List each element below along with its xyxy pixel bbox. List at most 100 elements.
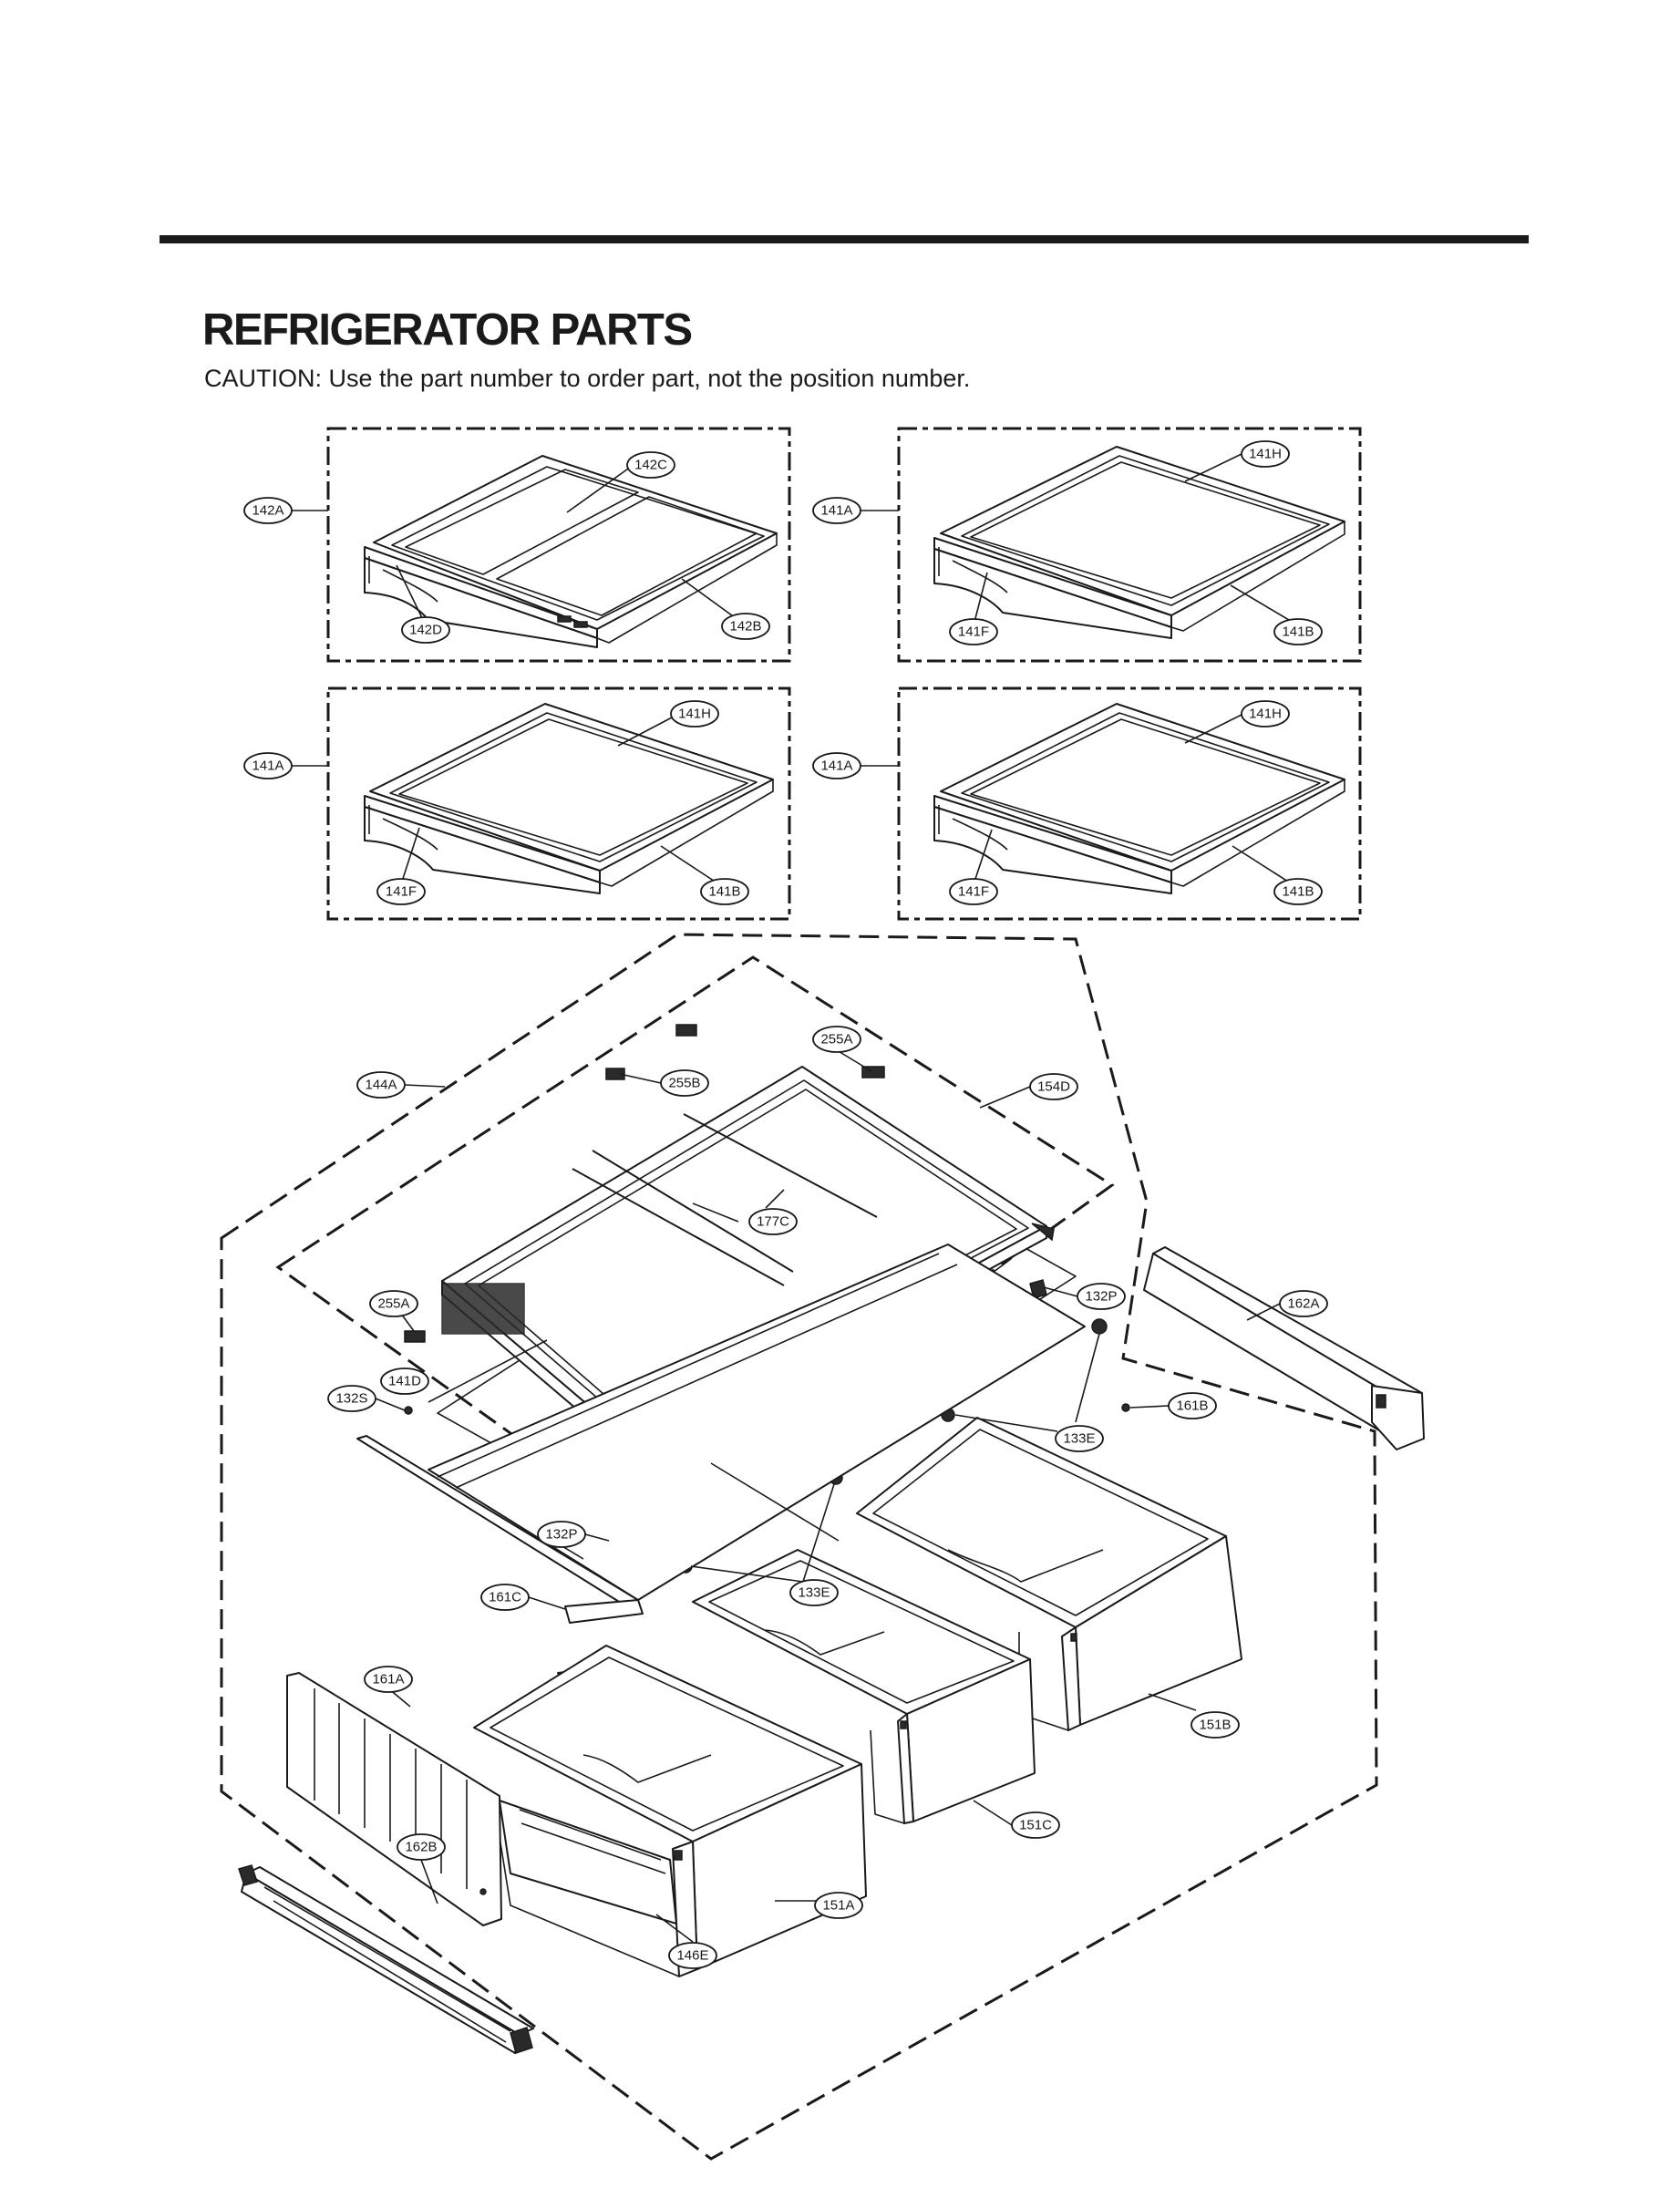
- svg-text:161C: 161C: [489, 1590, 521, 1605]
- shelf-box-141-bottom-right: [897, 686, 1362, 921]
- callout-141a-box3: 141A: [243, 752, 293, 779]
- callout-141b-box2: 141B: [1273, 618, 1323, 645]
- drawer-151b: [856, 1417, 1242, 1731]
- svg-text:141A: 141A: [252, 759, 283, 774]
- glass-rods-177c: [572, 1113, 878, 1286]
- svg-text:141A: 141A: [820, 759, 852, 774]
- svg-text:177C: 177C: [757, 1214, 789, 1230]
- shelf-box-141-bottom-left: [326, 686, 791, 921]
- shelf-141-drawing-c: [933, 703, 1345, 894]
- callout-132p-left: 132P: [537, 1521, 586, 1548]
- bracket-255b: [605, 1024, 697, 1080]
- page-title: REFRIGERATOR PARTS: [202, 305, 693, 355]
- shelf-box-142: [326, 427, 791, 663]
- svg-text:141F: 141F: [958, 624, 989, 640]
- callout-141h-box4: 141H: [1241, 700, 1290, 728]
- clip-132p-right: [1029, 1279, 1047, 1299]
- svg-text:133E: 133E: [798, 1585, 830, 1601]
- callout-141h-box2: 141H: [1241, 440, 1290, 468]
- callout-142d: 142D: [401, 616, 450, 644]
- svg-text:255A: 255A: [820, 1032, 852, 1048]
- callout-144a: 144A: [356, 1071, 406, 1099]
- shelf-box-141-top-right: [897, 427, 1362, 663]
- callout-141b-box3: 141B: [700, 878, 749, 905]
- screw-132s: [404, 1406, 413, 1415]
- callout-161c: 161C: [480, 1584, 530, 1611]
- callout-132p-right: 132P: [1077, 1283, 1126, 1310]
- callout-141a-box2: 141A: [812, 497, 861, 524]
- drawer-151a: [473, 1645, 867, 1977]
- svg-text:141B: 141B: [1282, 884, 1314, 900]
- caution-note: CAUTION: Use the part number to order pa…: [204, 365, 971, 392]
- shelf-141-drawing-b: [364, 703, 774, 894]
- svg-text:141D: 141D: [388, 1374, 421, 1389]
- callouts: 142A 142C 142D 142B 141A 141H 141F 141B …: [243, 440, 1328, 1969]
- callout-141f-box4: 141F: [949, 878, 998, 905]
- svg-text:255A: 255A: [377, 1296, 409, 1312]
- support-161b-pin: [1121, 1403, 1130, 1412]
- group-border: [897, 427, 1362, 663]
- callout-177c: 177C: [748, 1208, 798, 1235]
- callout-154d: 154D: [1029, 1073, 1078, 1100]
- callout-162a: 162A: [1279, 1290, 1328, 1317]
- svg-text:132P: 132P: [545, 1527, 577, 1543]
- callout-142b: 142B: [721, 613, 770, 640]
- callout-141f-box3: 141F: [376, 878, 426, 905]
- svg-text:141H: 141H: [1249, 447, 1282, 462]
- callout-141h-box3: 141H: [670, 700, 719, 728]
- bracket-255a-side: [404, 1330, 426, 1343]
- callout-142c: 142C: [626, 451, 675, 479]
- shelf-142-drawing: [364, 455, 778, 648]
- assembly-outline: [220, 933, 1378, 2161]
- svg-text:162B: 162B: [405, 1840, 437, 1855]
- group-border: [326, 427, 791, 663]
- rail-162a: [1143, 1246, 1425, 1450]
- callout-255b: 255B: [660, 1069, 709, 1097]
- svg-text:146E: 146E: [676, 1948, 708, 1964]
- svg-text:151C: 151C: [1019, 1818, 1052, 1833]
- callout-141f-box2: 141F: [949, 618, 998, 645]
- callout-151c: 151C: [1011, 1811, 1060, 1839]
- callout-141b-box4: 141B: [1273, 878, 1323, 905]
- svg-text:151B: 151B: [1199, 1718, 1231, 1733]
- callout-161a: 161A: [364, 1666, 413, 1693]
- callout-146e: 146E: [668, 1942, 717, 1969]
- svg-text:255B: 255B: [668, 1076, 700, 1091]
- svg-text:141B: 141B: [708, 884, 740, 900]
- shelf-141-drawing-a: [933, 446, 1345, 639]
- cover-161a: [286, 1672, 502, 1926]
- svg-text:141H: 141H: [1249, 707, 1282, 722]
- header-rule: [160, 235, 1529, 243]
- callout-142a: 142A: [243, 497, 293, 524]
- rail-162b: [238, 1864, 534, 2054]
- svg-text:132S: 132S: [335, 1391, 367, 1407]
- cover-frame-154d: [441, 1066, 1047, 1462]
- svg-text:142B: 142B: [729, 619, 761, 635]
- support-rail-161c: [356, 1244, 1086, 1624]
- svg-text:141F: 141F: [386, 884, 417, 900]
- svg-text:141A: 141A: [820, 503, 852, 519]
- drawer-assembly: [220, 933, 1425, 2161]
- callout-141d: 141D: [380, 1368, 429, 1395]
- svg-text:151A: 151A: [822, 1898, 854, 1914]
- svg-text:142C: 142C: [634, 458, 667, 473]
- roller-133e-right-top: [1091, 1318, 1108, 1335]
- svg-text:141F: 141F: [958, 884, 989, 900]
- svg-text:154D: 154D: [1037, 1079, 1070, 1095]
- svg-text:142D: 142D: [409, 623, 442, 638]
- callout-255a-side: 255A: [369, 1290, 418, 1317]
- svg-text:133E: 133E: [1063, 1431, 1095, 1447]
- callout-133e-right: 133E: [1055, 1425, 1104, 1452]
- svg-text:144A: 144A: [365, 1078, 397, 1093]
- svg-text:141H: 141H: [678, 707, 711, 722]
- drawer-151c: [692, 1549, 1036, 1824]
- svg-text:132P: 132P: [1085, 1289, 1117, 1305]
- svg-text:141B: 141B: [1282, 624, 1314, 640]
- svg-text:161A: 161A: [372, 1672, 404, 1687]
- callout-162b: 162B: [397, 1833, 446, 1861]
- callout-255a-top: 255A: [812, 1026, 861, 1053]
- callout-141a-box4: 141A: [812, 752, 861, 779]
- callout-161b: 161B: [1168, 1392, 1217, 1419]
- callout-151a: 151A: [814, 1892, 863, 1919]
